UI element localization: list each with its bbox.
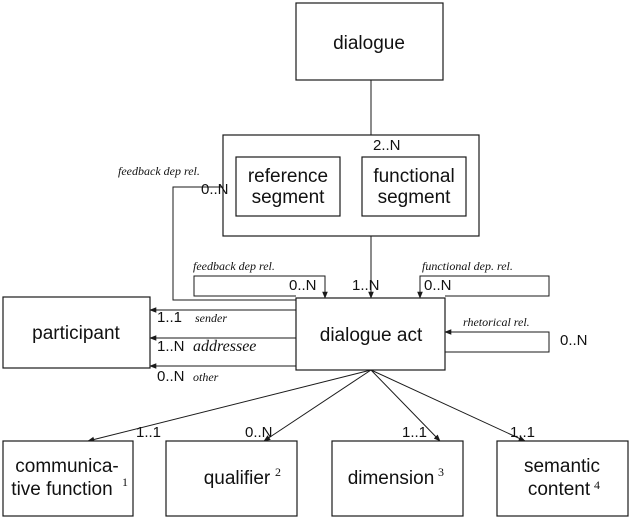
comm-function-arrow <box>87 369 372 443</box>
mult-addressee: 1..N <box>157 338 185 355</box>
mult-dialogue-segment: 2..N <box>373 137 401 154</box>
functional-segment-label-1: functional <box>373 166 454 187</box>
dimension-arrow <box>370 369 441 442</box>
communicative-function-label-2: tive function <box>11 479 112 500</box>
mult-semantic-content: 1..1 <box>510 424 535 441</box>
functional-dep-rel-loop <box>417 275 550 299</box>
dialogue-label: dialogue <box>333 33 405 54</box>
mult-sender: 1..1 <box>157 309 182 326</box>
mult-other: 0..N <box>157 368 185 385</box>
reference-segment-label-2: segment <box>252 187 326 208</box>
semantic-content-label-1: semantic <box>524 456 600 477</box>
footnote-3: 3 <box>438 465 444 479</box>
dialogue-act-label: dialogue act <box>320 325 423 346</box>
qualifier-box <box>165 440 298 517</box>
participant-label: participant <box>32 323 120 344</box>
communicative-function-box <box>2 440 134 517</box>
mult-segment-act: 1..N <box>352 277 380 294</box>
footnote-1: 1 <box>122 475 128 489</box>
feedback-dep-rel-segment-loop <box>172 184 296 301</box>
functional-dep-rel-label: functional dep. rel. <box>422 259 513 273</box>
qualifier-label: qualifier <box>204 468 271 489</box>
semantic-content-arrow <box>370 369 526 442</box>
feedback-dep-rel-segment-label: feedback dep rel. <box>118 164 200 178</box>
footnote-2: 2 <box>275 465 281 479</box>
qualifier-arrow <box>263 369 372 442</box>
reference-segment-box <box>235 156 341 217</box>
participant-box <box>2 296 151 369</box>
footnote-4: 4 <box>594 478 600 492</box>
rhetorical-rel-label: rhetorical rel. <box>463 315 530 329</box>
rhetorical-rel-loop <box>444 329 550 353</box>
sender-label: sender <box>195 311 227 325</box>
mult-functional-act: 0..N <box>424 277 452 294</box>
mult-dimension: 1..1 <box>402 424 427 441</box>
feedback-dep-rel-act-loop <box>193 275 328 299</box>
feedback-dep-rel-act-label: feedback dep rel. <box>193 259 275 273</box>
semantic-content-box <box>496 440 629 517</box>
mult-qualifier: 0..N <box>245 424 273 441</box>
dialogue-box <box>295 2 444 81</box>
functional-segment-box <box>361 156 467 217</box>
other-label: other <box>193 370 219 384</box>
dimension-label: dimension <box>348 468 435 489</box>
functional-segment-label-2: segment <box>378 187 452 208</box>
addressee-label: addressee <box>193 338 256 355</box>
communicative-function-label-1: communica- <box>15 456 118 477</box>
semantic-content-label-2: content <box>528 479 591 500</box>
mult-feedback-segment: 0..N <box>201 181 229 198</box>
mult-feedback-act: 0..N <box>289 277 317 294</box>
dialogue-act-box <box>295 297 446 371</box>
reference-segment-label-1: reference <box>248 166 328 187</box>
mult-comm-function: 1..1 <box>136 424 161 441</box>
dimension-box <box>331 440 464 517</box>
mult-rhetorical: 0..N <box>560 332 588 349</box>
